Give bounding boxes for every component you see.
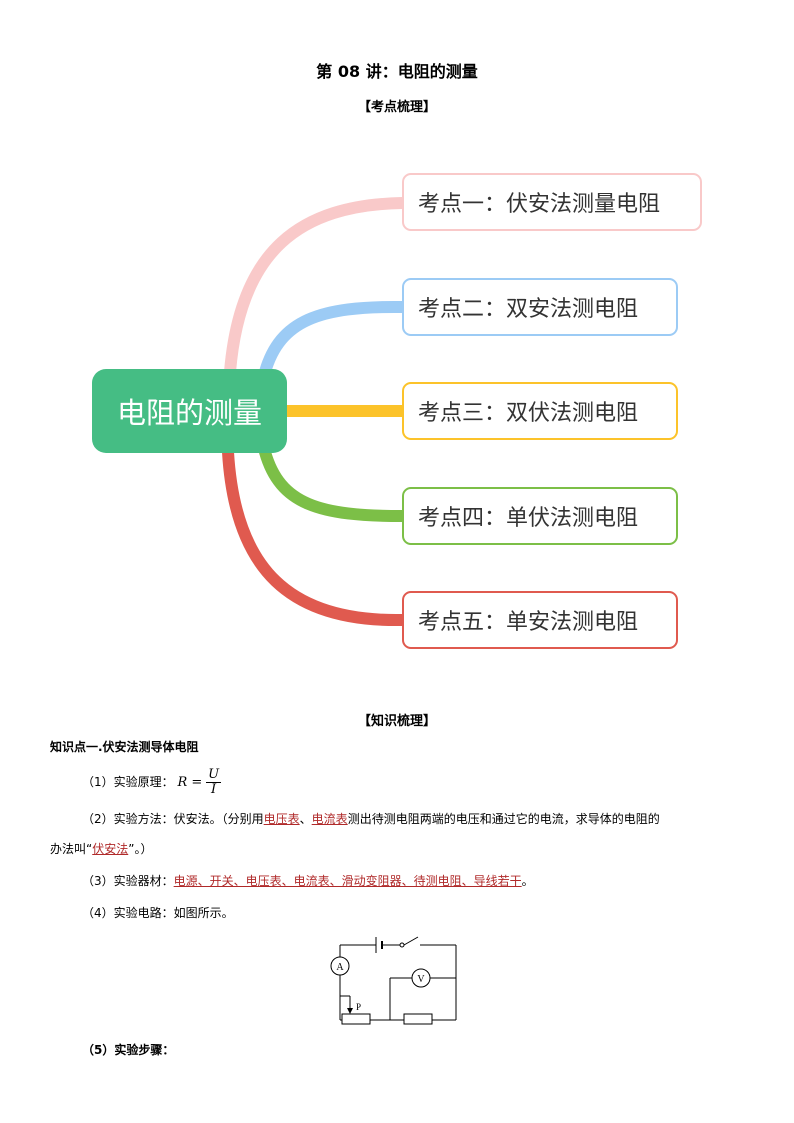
item-principle: （1）实验原理： R = U I bbox=[82, 767, 222, 797]
slider-label: P bbox=[356, 1002, 361, 1012]
term-voltmeter: 电压表 bbox=[263, 812, 300, 826]
topic-node-4: 考点四：单伏法测电阻 bbox=[402, 487, 678, 545]
mindmap-connectors bbox=[222, 197, 408, 627]
voltmeter-label: V bbox=[417, 974, 425, 985]
section-heading-knowledge: 【知识梳理】 bbox=[357, 714, 436, 729]
term-voltammetry: 伏安法 bbox=[92, 842, 129, 856]
item-method-line2-prefix: 办法叫“ bbox=[50, 842, 93, 856]
formula-numerator: U bbox=[206, 767, 222, 783]
page-title: 第 08 讲：电阻的测量 bbox=[316, 62, 478, 81]
formula-denominator: I bbox=[211, 782, 217, 797]
switch-pivot bbox=[399, 942, 405, 948]
section-heading-exam-points: 【考点梳理】 bbox=[357, 100, 436, 115]
item-materials-suffix: 。 bbox=[521, 874, 534, 888]
term-ammeter: 电流表 bbox=[311, 812, 348, 826]
item-method: （2）实验方法：伏安法。（分别用电压表、电流表测出待测电阻两端的电压和通过它的电… bbox=[82, 809, 752, 829]
item-method-line2-suffix: ”。） bbox=[128, 842, 153, 856]
item-method-text: （2）实验方法：伏安法。（分别用 bbox=[82, 812, 264, 826]
item-principle-label: （1）实验原理： bbox=[82, 775, 174, 789]
term-separator: 、 bbox=[299, 812, 312, 826]
materials-list: 电源、开关、电压表、电流表、滑动变阻器、待测电阻、导线若干 bbox=[173, 874, 522, 888]
ammeter-label: A bbox=[336, 962, 344, 973]
knowledge-point-title: 知识点一.伏安法测导体电阻 bbox=[50, 740, 199, 754]
mindmap-center-node: 电阻的测量 bbox=[92, 369, 287, 453]
branch-4 bbox=[259, 446, 408, 522]
item-circuit: （4）实验电路：如图所示。 bbox=[82, 906, 234, 920]
switch-blade bbox=[403, 936, 419, 946]
item-materials-label: （3）实验器材： bbox=[82, 874, 174, 888]
branch-1 bbox=[224, 197, 408, 378]
branch-5 bbox=[222, 446, 408, 627]
item-materials: （3）实验器材：电源、开关、电压表、电流表、滑动变阻器、待测电阻、导线若干。 bbox=[82, 871, 534, 891]
item-method-line2: 办法叫“伏安法”。） bbox=[50, 839, 152, 859]
slider-arrowhead bbox=[347, 1008, 353, 1014]
topic-node-1: 考点一：伏安法测量电阻 bbox=[402, 173, 702, 231]
circuit-diagram: A V P bbox=[330, 936, 457, 1025]
topic-node-3: 考点三：双伏法测电阻 bbox=[402, 382, 678, 440]
topic-node-2: 考点二：双安法测电阻 bbox=[402, 278, 678, 336]
resistor bbox=[403, 1013, 433, 1025]
branch-2 bbox=[259, 300, 408, 378]
rheostat bbox=[341, 1013, 371, 1025]
formula-fraction: U I bbox=[206, 767, 222, 797]
item-method-rest: 测出待测电阻两端的电压和通过它的电流，求导体的电阻的 bbox=[347, 812, 660, 826]
formula-lhs: R = bbox=[177, 775, 203, 790]
topic-node-5: 考点五：单安法测电阻 bbox=[402, 591, 678, 649]
item-steps: （5）实验步骤： bbox=[82, 1043, 175, 1057]
